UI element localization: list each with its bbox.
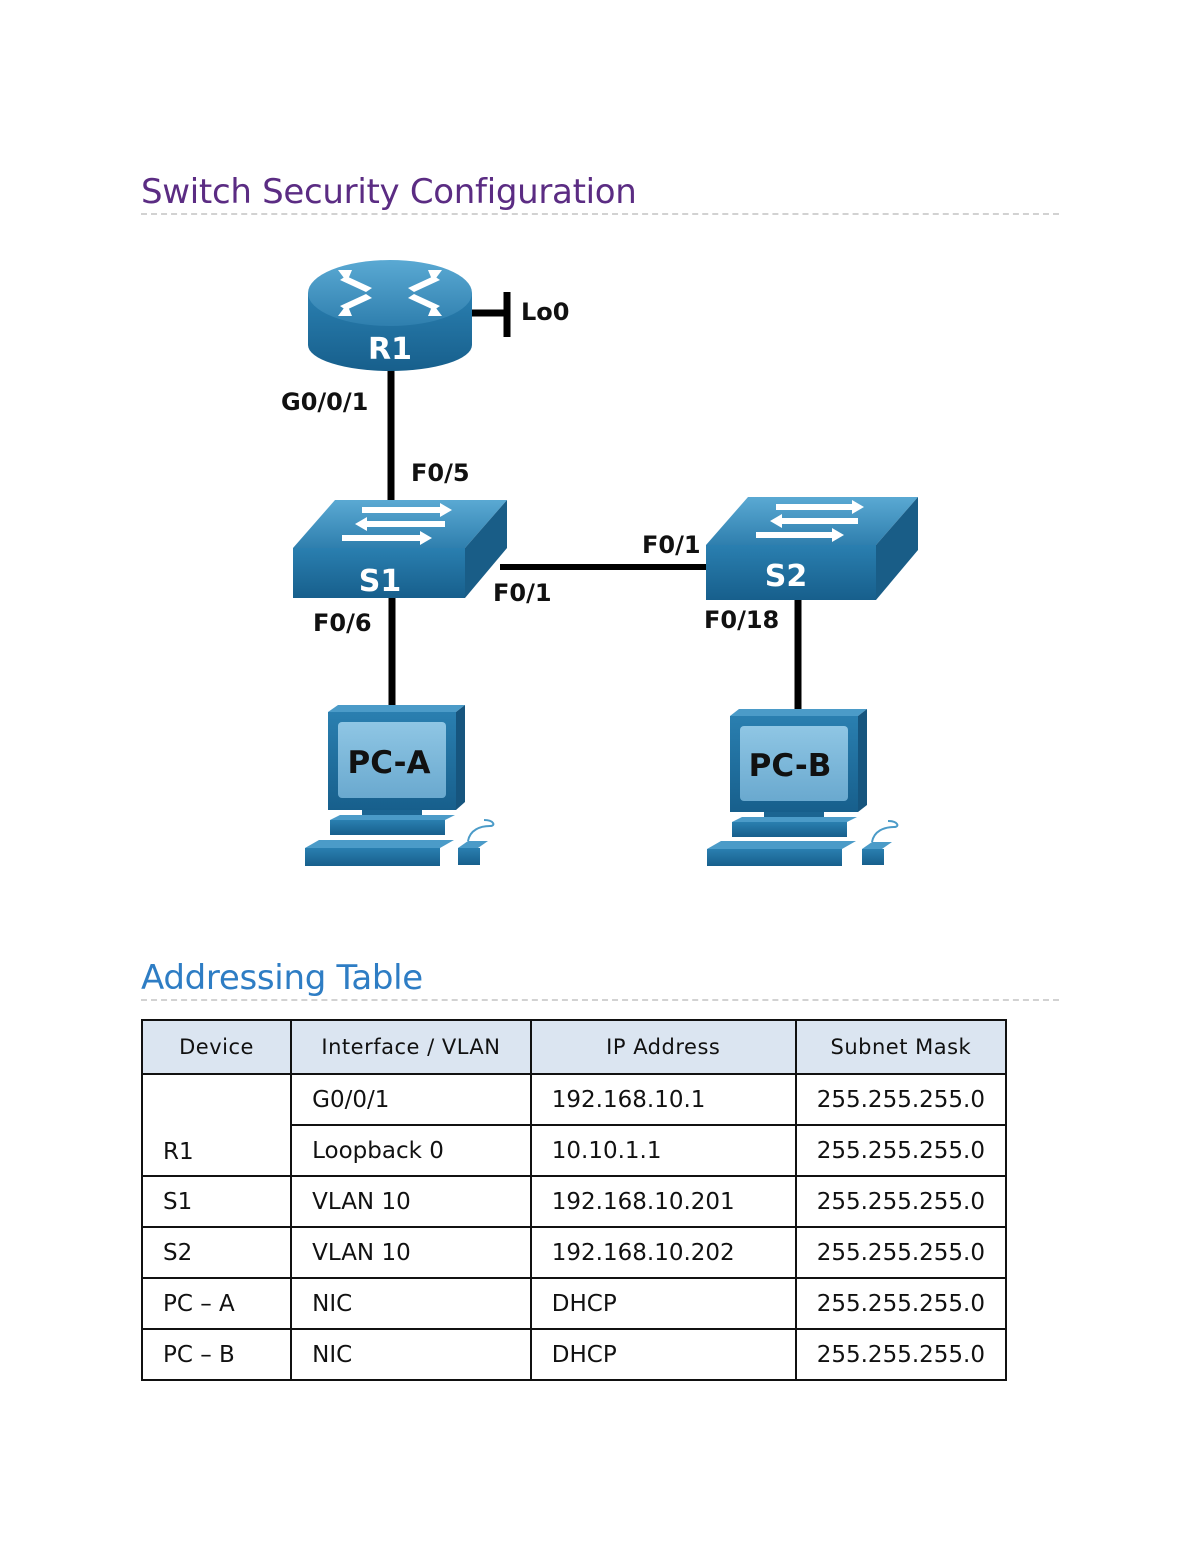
table-row: S2 VLAN 10 192.168.10.202 255.255.255.0 xyxy=(140,1226,1008,1279)
switch-s1-label: S1 xyxy=(359,564,401,599)
switch-s2-icon: S2 xyxy=(706,497,918,600)
cell-mask: 255.255.255.0 xyxy=(794,1073,1008,1126)
cell-mask: 255.255.255.0 xyxy=(794,1328,1008,1381)
cell-interface: VLAN 10 xyxy=(290,1175,532,1228)
cell-device: PC – B xyxy=(140,1328,293,1381)
table-row: Loopback 0 10.10.1.1 255.255.255.0 xyxy=(142,1124,1008,1177)
s1-f01-label: F0/1 xyxy=(493,579,552,607)
s1-f05-label: F0/5 xyxy=(411,459,470,487)
pc-b-icon: PC-B xyxy=(707,709,899,866)
router-r1-label: R1 xyxy=(368,332,412,367)
cell-ip: DHCP xyxy=(529,1328,797,1381)
switch-s2-label: S2 xyxy=(765,559,807,594)
cell-mask: 255.255.255.0 xyxy=(794,1124,1008,1177)
header-subnet-mask: Subnet Mask xyxy=(794,1019,1008,1075)
loopback-stub xyxy=(472,292,511,337)
table-row: PC – A NIC DHCP 255.255.255.0 xyxy=(140,1277,1008,1330)
s1-f06-label: F0/6 xyxy=(313,609,372,637)
cell-ip: 10.10.1.1 xyxy=(529,1124,797,1177)
cell-ip: 192.168.10.201 xyxy=(529,1175,797,1228)
r1-loopback-label: Lo0 xyxy=(521,298,569,326)
pc-b-label: PC-B xyxy=(749,748,832,784)
cell-mask: 255.255.255.0 xyxy=(794,1277,1008,1330)
cell-interface: G0/0/1 xyxy=(290,1073,532,1126)
cell-ip: DHCP xyxy=(529,1277,797,1330)
pc-a-icon: PC-A xyxy=(305,705,495,866)
cell-device: PC – A xyxy=(140,1277,293,1330)
cell-mask: 255.255.255.0 xyxy=(794,1175,1008,1228)
cell-device: R1 xyxy=(140,1073,293,1177)
s2-f018-label: F0/18 xyxy=(704,606,779,634)
cell-interface: VLAN 10 xyxy=(290,1226,532,1279)
cell-interface: Loopback 0 xyxy=(290,1124,532,1177)
cell-interface: NIC xyxy=(290,1328,532,1381)
addressing-table: Device Interface / VLAN IP Address Subne… xyxy=(140,1019,1008,1381)
table-header-row: Device Interface / VLAN IP Address Subne… xyxy=(140,1019,1008,1075)
pc-a-label: PC-A xyxy=(347,745,430,781)
cell-device: S2 xyxy=(140,1226,293,1279)
router-r1-icon: R1 xyxy=(308,260,472,371)
cell-mask: 255.255.255.0 xyxy=(794,1226,1008,1279)
table-title: Addressing Table xyxy=(141,961,1059,1001)
header-device: Device xyxy=(140,1019,293,1075)
table-row: R1 G0/0/1 192.168.10.1 255.255.255.0 xyxy=(140,1073,1008,1177)
cell-ip: 192.168.10.202 xyxy=(529,1226,797,1279)
section-title: Switch Security Configuration xyxy=(141,175,1059,215)
r1-g001-label: G0/0/1 xyxy=(281,388,368,416)
header-interface: Interface / VLAN xyxy=(290,1019,532,1075)
s2-f01-label: F0/1 xyxy=(642,531,701,559)
switch-s1-icon: S1 xyxy=(293,500,507,599)
network-topology-diagram: R1 S1 S2 xyxy=(281,260,918,866)
cell-interface: NIC xyxy=(290,1277,532,1330)
table-row: PC – B NIC DHCP 255.255.255.0 xyxy=(140,1328,1008,1381)
cell-ip: 192.168.10.1 xyxy=(529,1073,797,1126)
cell-device: S1 xyxy=(140,1175,293,1228)
header-ip-address: IP Address xyxy=(529,1019,797,1075)
table-row: S1 VLAN 10 192.168.10.201 255.255.255.0 xyxy=(140,1175,1008,1228)
